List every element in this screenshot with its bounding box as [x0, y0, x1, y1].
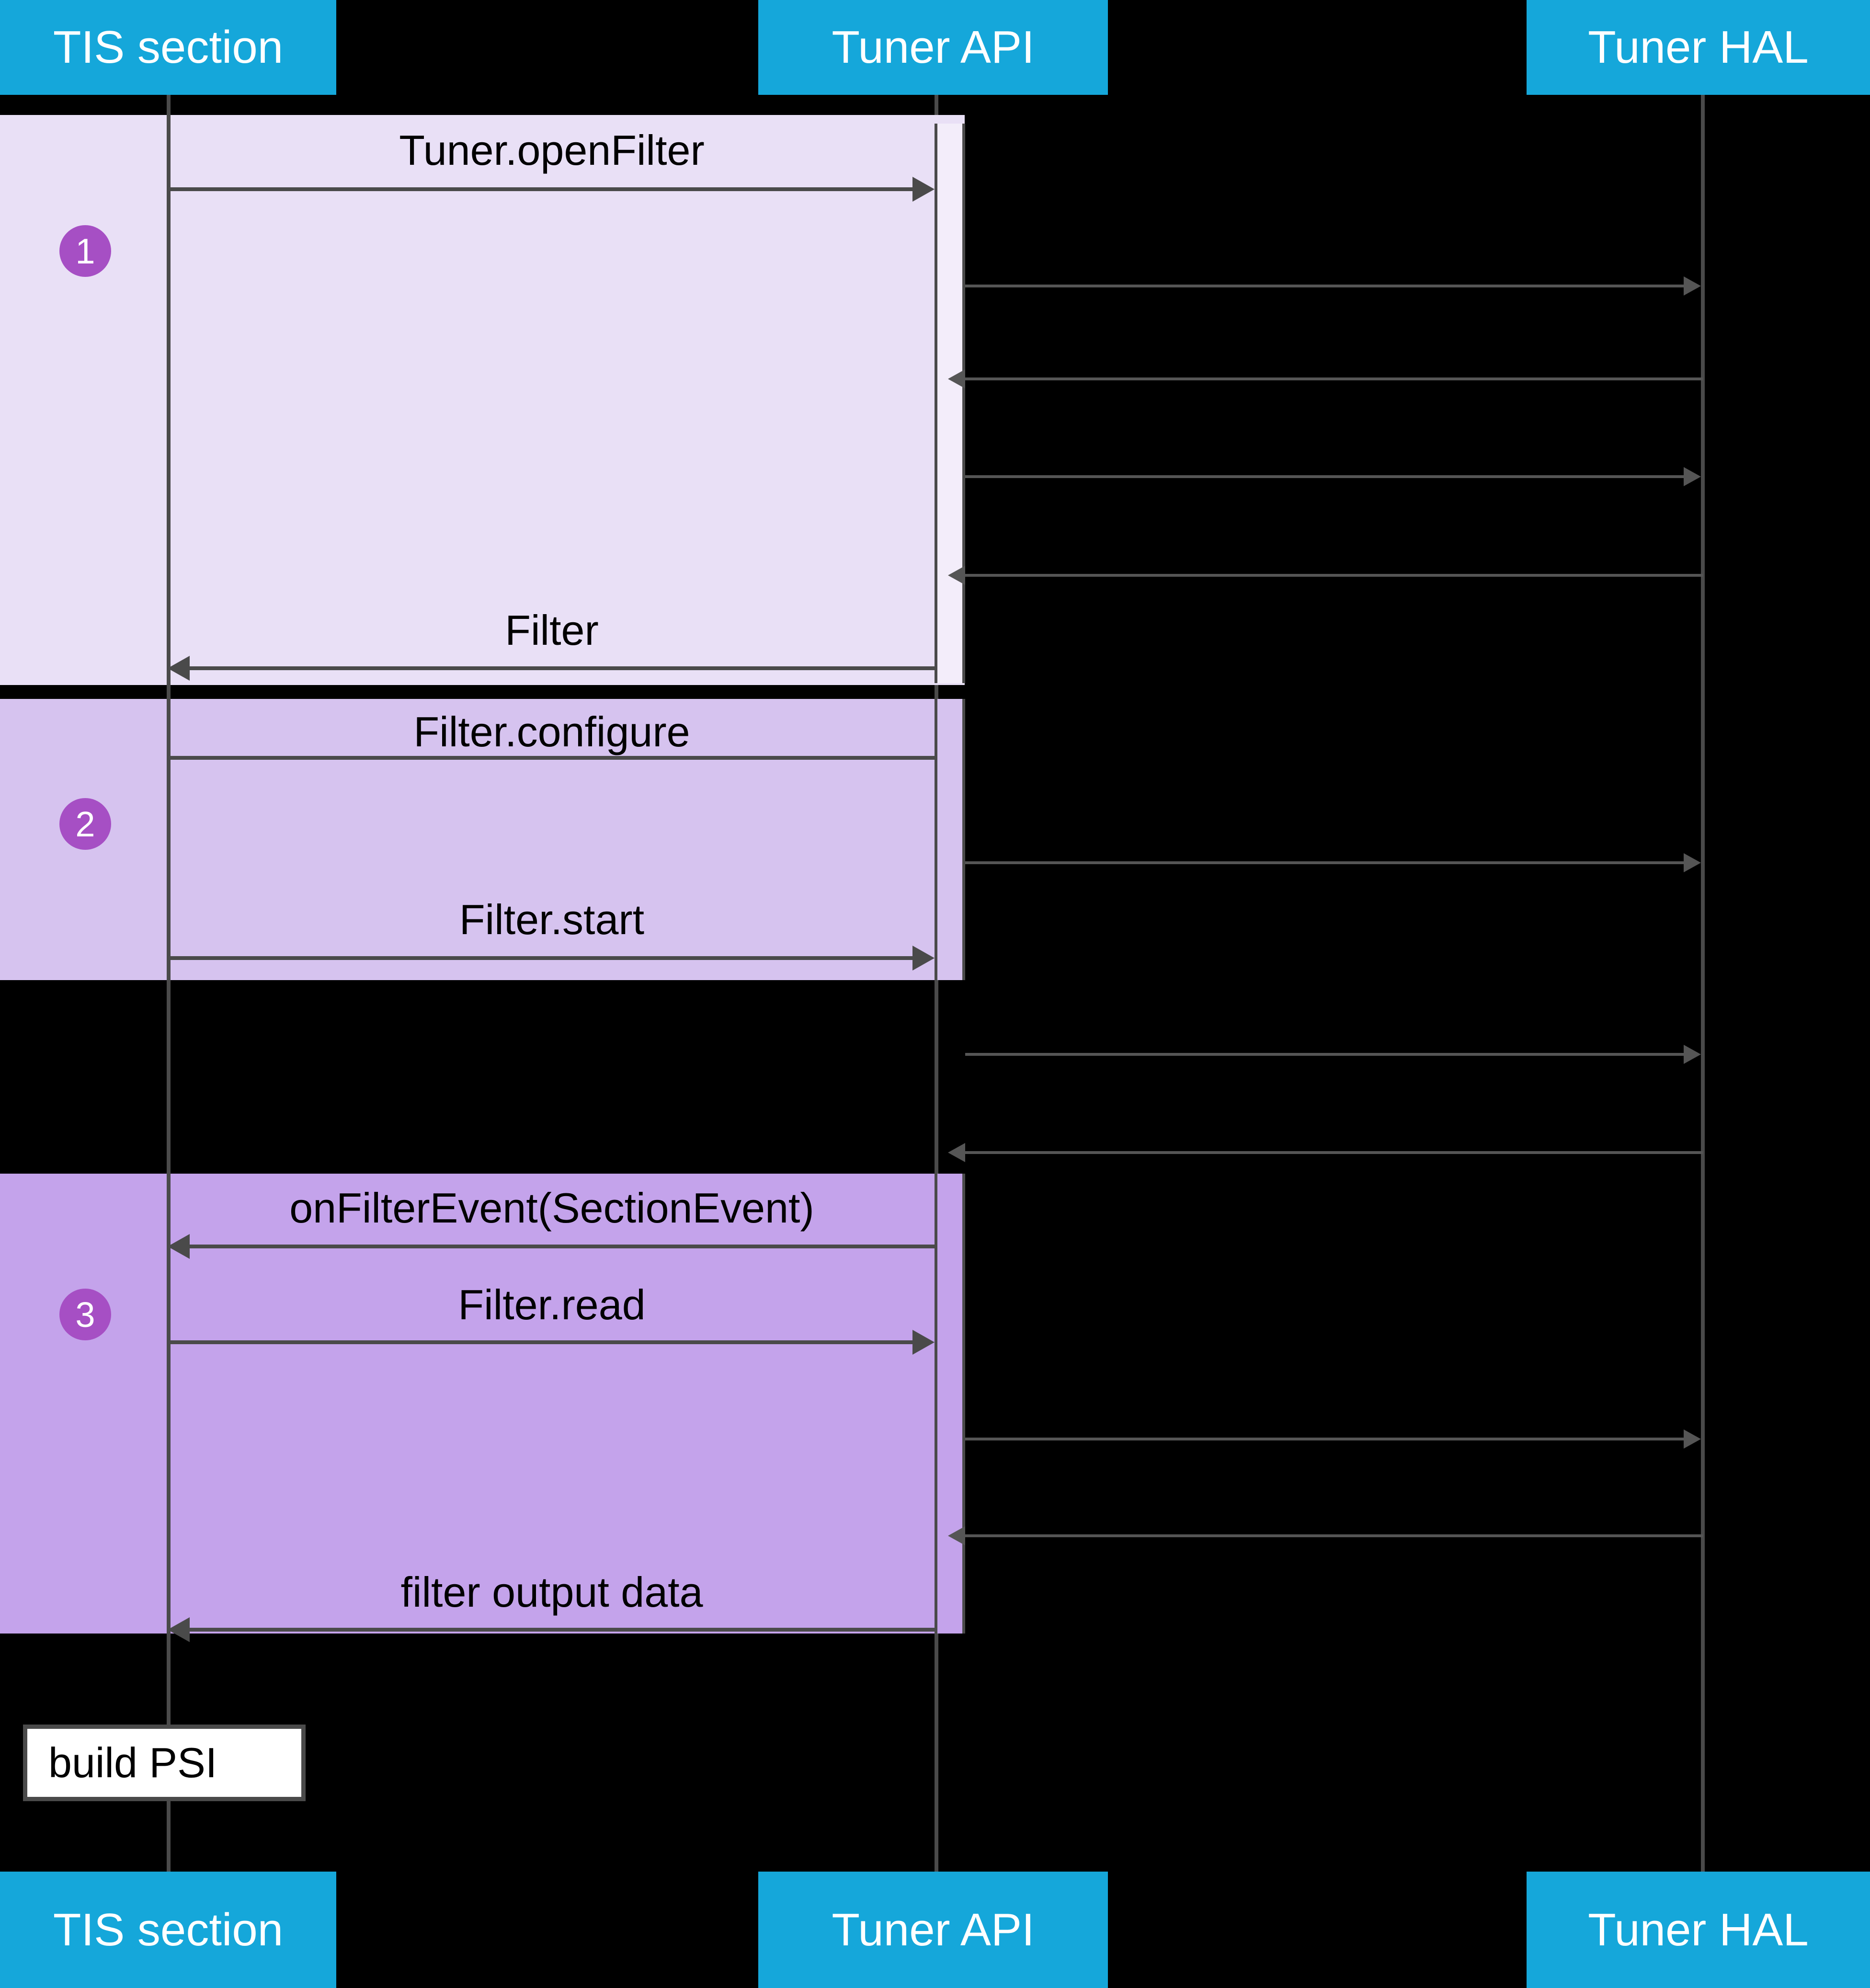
message-label-filter-output-data: filter output data [400, 1568, 703, 1616]
message-label-filter-return: Filter [505, 606, 599, 654]
lifeline-tuner-hal [1701, 95, 1705, 1873]
step-band-1 [0, 115, 965, 685]
step-badge-3-label: 3 [75, 1294, 95, 1335]
message-label-filter-configure: Filter.configure [413, 708, 690, 755]
message-line-api-to-hal-1 [965, 285, 1684, 287]
message-arrowhead-hal-to-api-1 [948, 369, 965, 388]
participant-header-tis-section[interactable]: TIS section [0, 0, 336, 95]
message-line-hal-to-api-3 [965, 1151, 1703, 1154]
step-band-3 [0, 1174, 965, 1634]
step-band-2 [0, 699, 965, 980]
activation-tuner-api-step1 [935, 124, 965, 683]
message-line-filter-read [169, 1340, 914, 1344]
activation-tis-section [167, 115, 171, 1634]
step-badge-1-label: 1 [75, 231, 95, 271]
participant-header-tuner-api[interactable]: Tuner API [758, 0, 1108, 95]
participant-footer-tuner-hal[interactable]: Tuner HAL [1527, 1872, 1870, 1988]
message-label-filter-start: Filter.start [459, 896, 645, 943]
message-arrowhead-tuner-open-filter [912, 177, 935, 202]
message-line-api-to-hal-3 [965, 861, 1684, 864]
message-line-filter-configure [169, 756, 935, 760]
activation-tuner-api-step2 [935, 699, 965, 980]
message-label-on-filter-event: onFilterEvent(SectionEvent) [289, 1184, 814, 1232]
participant-footer-tuner-hal-label: Tuner HAL [1588, 1904, 1809, 1955]
message-line-hal-to-api-1 [965, 377, 1703, 380]
message-arrowhead-api-to-hal-1 [1684, 276, 1701, 296]
message-arrowhead-on-filter-event [168, 1234, 190, 1259]
message-arrowhead-api-to-hal-2 [1684, 467, 1701, 486]
participant-header-tuner-hal-label: Tuner HAL [1588, 22, 1809, 73]
message-arrowhead-hal-to-api-4 [948, 1526, 965, 1545]
lifeline-tuner-api [935, 95, 938, 1873]
note-build-psi-label: build PSI [48, 1739, 217, 1786]
message-arrowhead-filter-output-data [168, 1617, 190, 1642]
participant-footer-tis-section-label: TIS section [53, 1904, 284, 1955]
message-line-filter-output-data [190, 1628, 935, 1632]
participant-header-tuner-hal[interactable]: Tuner HAL [1527, 0, 1870, 95]
participant-header-tis-section-label: TIS section [53, 22, 284, 73]
message-line-hal-to-api-4 [965, 1534, 1703, 1537]
message-line-filter-start [169, 956, 914, 960]
step-badge-3: 3 [59, 1289, 111, 1340]
message-label-tuner-open-filter: Tuner.openFilter [399, 126, 705, 174]
step-badge-1: 1 [59, 225, 111, 277]
message-line-on-filter-event [190, 1245, 935, 1248]
message-arrowhead-filter-start [912, 946, 935, 971]
message-line-tuner-open-filter [169, 187, 914, 191]
message-arrowhead-hal-to-api-3 [948, 1143, 965, 1162]
message-label-filter-read: Filter.read [458, 1281, 646, 1328]
step-badge-2: 2 [59, 798, 111, 850]
activation-tuner-api-step3 [935, 1174, 965, 1634]
message-arrowhead-filter-read [912, 1330, 935, 1355]
message-line-api-to-hal-4 [965, 1053, 1684, 1056]
message-line-filter-return [190, 666, 935, 670]
message-arrowhead-api-to-hal-3 [1684, 853, 1701, 872]
participant-footer-tis-section[interactable]: TIS section [0, 1872, 336, 1988]
message-arrowhead-api-to-hal-4 [1684, 1045, 1701, 1064]
message-line-hal-to-api-2 [965, 574, 1703, 577]
note-build-psi: build PSI [23, 1725, 306, 1801]
message-arrowhead-hal-to-api-2 [948, 566, 965, 585]
step-badge-2-label: 2 [75, 804, 95, 844]
participant-header-tuner-api-label: Tuner API [832, 22, 1035, 73]
message-arrowhead-api-to-hal-5 [1684, 1429, 1701, 1449]
message-line-api-to-hal-2 [965, 475, 1684, 478]
message-arrowhead-filter-return [168, 656, 190, 681]
participant-footer-tuner-api[interactable]: Tuner API [758, 1872, 1108, 1988]
message-line-api-to-hal-5 [965, 1438, 1684, 1440]
participant-footer-tuner-api-label: Tuner API [832, 1904, 1035, 1955]
